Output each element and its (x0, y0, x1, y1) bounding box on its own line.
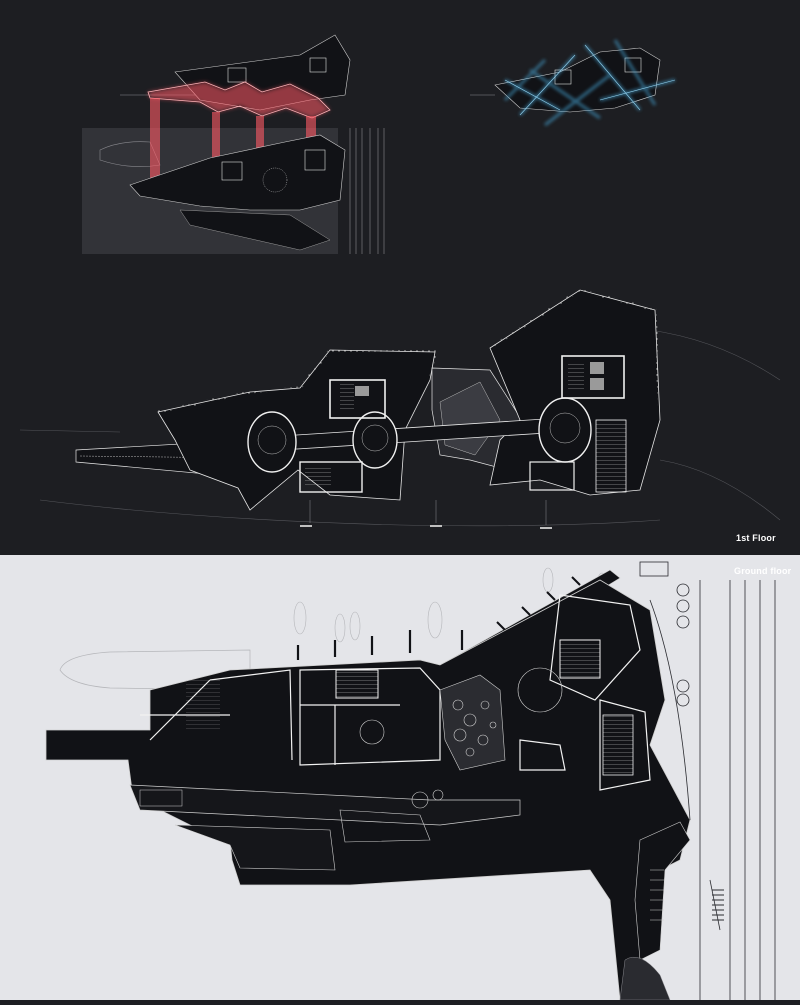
circular-cores (247, 397, 592, 473)
first-floor-plan (19, 288, 781, 529)
ground-floor-service-rooms (186, 639, 634, 776)
garden-courtyard (359, 667, 563, 809)
first-floor-label: 1st Floor (736, 533, 776, 543)
road-and-parking (639, 561, 776, 1000)
crosswalk (712, 889, 724, 921)
lower-band (129, 784, 521, 826)
ground-floor-label: Ground floor (734, 566, 792, 576)
ground-floor-walls (140, 594, 651, 791)
ground-floor-plan (45, 561, 776, 1001)
view-diagram-blue (470, 39, 676, 127)
lower-mini-plan (129, 134, 346, 211)
first-floor-rooms (299, 355, 627, 493)
circulation-diagram-red (82, 34, 385, 254)
flagpoles (296, 630, 464, 660)
red-glow-path (148, 82, 330, 118)
